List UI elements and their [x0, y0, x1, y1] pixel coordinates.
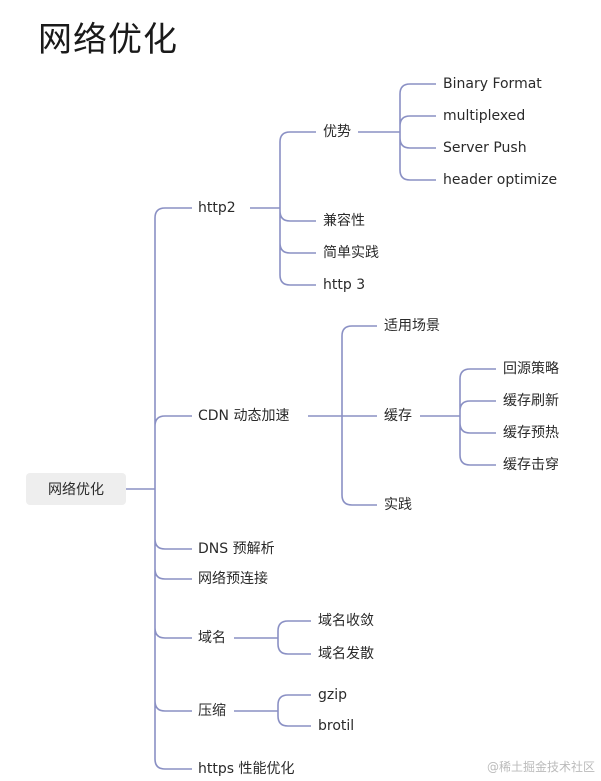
node-compat[interactable]: 兼容性	[323, 213, 365, 229]
node-origin-strategy[interactable]: 回源策略	[503, 361, 559, 377]
node-binary-format[interactable]: Binary Format	[443, 76, 542, 92]
page-title: 网络优化	[38, 20, 178, 60]
node-domain-converge[interactable]: 域名收敛	[318, 613, 374, 629]
node-cdn-practice[interactable]: 实践	[384, 497, 412, 513]
node-domain-diverge[interactable]: 域名发散	[318, 646, 374, 662]
node-simple-practice[interactable]: 简单实践	[323, 245, 379, 261]
node-cache-penetration[interactable]: 缓存击穿	[503, 457, 559, 473]
node-cache[interactable]: 缓存	[384, 408, 412, 424]
credit-watermark: @稀土掘金技术社区	[486, 760, 595, 774]
link-domain	[234, 620, 311, 655]
node-header-optimize[interactable]: header optimize	[443, 172, 558, 188]
node-dns[interactable]: DNS 预解析	[198, 541, 275, 557]
node-server-push[interactable]: Server Push	[443, 140, 527, 156]
node-cache-prefetch[interactable]: 缓存预热	[503, 425, 559, 441]
node-cache-refresh[interactable]: 缓存刷新	[503, 393, 559, 409]
link-root	[126, 207, 192, 770]
node-scenes[interactable]: 适用场景	[384, 318, 440, 334]
node-cdn[interactable]: CDN 动态加速	[198, 408, 290, 424]
node-https[interactable]: https 性能优化	[198, 761, 295, 777]
node-http3[interactable]: http 3	[323, 277, 366, 293]
link-advantage	[358, 83, 436, 181]
link-cdn	[308, 325, 377, 506]
link-compress	[234, 694, 311, 727]
node-domain[interactable]: 域名	[198, 630, 226, 646]
node-http2[interactable]: http2	[198, 200, 236, 216]
link-http2	[250, 131, 316, 286]
node-gzip[interactable]: gzip	[318, 687, 348, 703]
node-advantage[interactable]: 优势	[323, 124, 351, 140]
node-brotil[interactable]: brotil	[318, 718, 355, 734]
link-cache	[420, 368, 496, 466]
node-multiplexed[interactable]: multiplexed	[443, 108, 526, 124]
root-node[interactable]: 网络优化	[26, 473, 126, 505]
node-compress[interactable]: 压缩	[198, 703, 226, 719]
node-preconnect[interactable]: 网络预连接	[198, 571, 268, 587]
